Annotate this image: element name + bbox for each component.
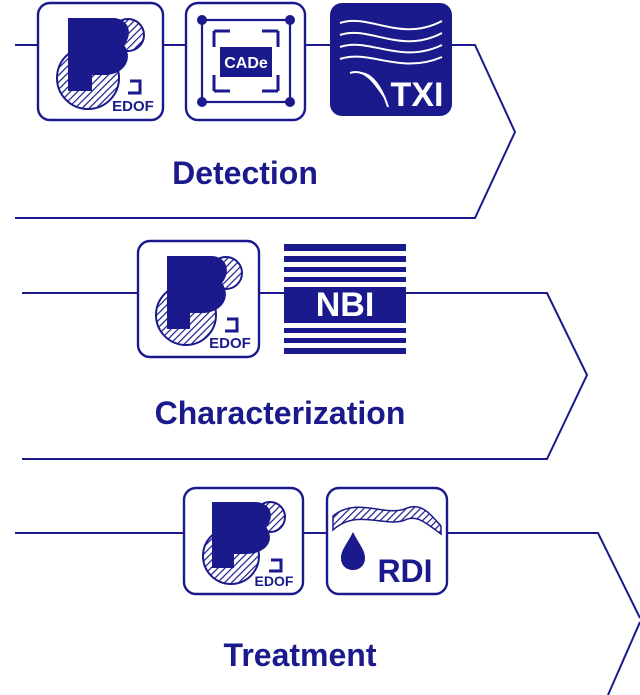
- edof-label: EDOF: [255, 573, 294, 589]
- edof-label: EDOF: [209, 335, 251, 352]
- stage-title: Treatment: [224, 637, 377, 673]
- stage-characterization: EDOF NBI Characterization: [22, 239, 589, 460]
- stage-arrow-outline: [15, 44, 517, 219]
- edof-label: EDOF: [112, 98, 154, 115]
- rdi-icon: RDI: [325, 486, 449, 596]
- stage-title: Characterization: [155, 395, 406, 431]
- rdi-label: RDI: [377, 553, 432, 589]
- stage-title: Detection: [172, 155, 318, 191]
- stage-arrow-outline: [607, 621, 640, 695]
- edof-icon: EDOF: [182, 486, 305, 596]
- stage-detection: EDOF CADe TXI Detection: [15, 1, 517, 219]
- nbi-label: NBI: [316, 286, 375, 324]
- txi-icon: TXI: [330, 3, 452, 116]
- cade-icon: CADe: [184, 1, 307, 122]
- stage-arrow-outline: [447, 532, 640, 619]
- stage-arrow-outline: [22, 292, 589, 460]
- edof-icon: EDOF: [136, 239, 261, 359]
- cade-label: CADe: [224, 55, 268, 72]
- txi-label: TXI: [391, 76, 444, 114]
- stage-treatment: EDOF RDI Treatment: [15, 486, 640, 695]
- edof-icon: EDOF: [36, 1, 165, 122]
- nbi-icon: NBI: [284, 244, 406, 354]
